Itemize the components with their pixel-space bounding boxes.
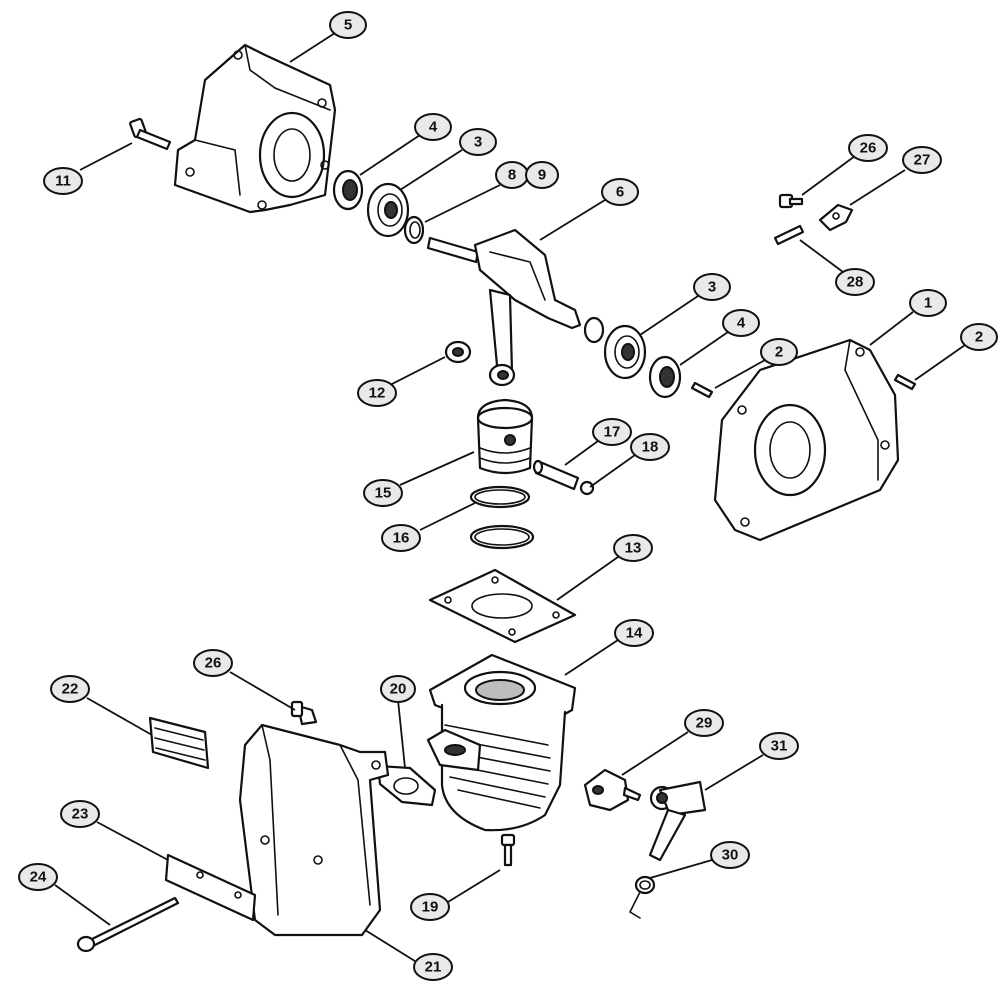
- callout-16-number: 16: [393, 530, 410, 547]
- crankcase-half-right: [713, 338, 900, 542]
- callout-6-number: 6: [616, 184, 624, 201]
- callout-26-upper: 26: [848, 134, 888, 162]
- callout-23-number: 23: [72, 806, 89, 823]
- callout-26-upper-number: 26: [860, 140, 877, 157]
- cylinder-screw: [500, 833, 516, 867]
- clip-27: [818, 203, 854, 232]
- callout-8-number: 8: [508, 167, 516, 184]
- callout-17: 17: [592, 418, 632, 446]
- callout-24: 24: [18, 863, 58, 891]
- oil-seal-lower: [648, 355, 682, 399]
- oil-seal-upper: [332, 169, 364, 211]
- callout-11-number: 11: [55, 173, 71, 190]
- callout-3-upper: 3: [459, 128, 497, 156]
- long-screw: [76, 896, 180, 953]
- spark-plug-boot: [648, 780, 707, 862]
- callout-4-upper-number: 4: [429, 119, 438, 136]
- callout-3-lower-number: 3: [708, 279, 716, 296]
- callout-11: 11: [43, 167, 83, 195]
- leader-lines: [54, 32, 966, 964]
- piston-ring-upper: [469, 485, 531, 509]
- callout-13: 13: [613, 534, 653, 562]
- needle-cage: [444, 340, 472, 364]
- callout-31: 31: [759, 732, 799, 760]
- callout-22-number: 22: [62, 681, 79, 698]
- dowel-pin-left: [690, 381, 714, 399]
- callout-4-lower: 4: [722, 309, 760, 337]
- decompression-valve: [583, 768, 642, 812]
- cylinder-gasket: [428, 568, 577, 644]
- callout-15-number: 15: [375, 485, 392, 502]
- cylinder: [426, 653, 577, 832]
- callout-29-number: 29: [696, 715, 713, 732]
- pin-28: [773, 224, 805, 246]
- callout-2-left: 2: [760, 338, 798, 366]
- callout-3-lower: 3: [693, 273, 731, 301]
- callout-30: 30: [710, 841, 750, 869]
- callout-1-number: 1: [924, 295, 932, 312]
- callout-27-number: 27: [914, 152, 931, 169]
- callout-30-number: 30: [722, 847, 739, 864]
- callout-12-number: 12: [369, 385, 386, 402]
- callout-2-left-number: 2: [775, 344, 783, 361]
- callout-5-number: 5: [344, 17, 352, 34]
- callout-3-upper-number: 3: [474, 134, 482, 151]
- callout-16: 16: [381, 524, 421, 552]
- muffler-gasket: [376, 764, 437, 807]
- callout-26-lower-number: 26: [205, 655, 222, 672]
- callout-31-number: 31: [771, 738, 788, 755]
- dowel-pin-right: [893, 373, 917, 391]
- callout-19-number: 19: [422, 899, 439, 916]
- circlip: [579, 480, 595, 496]
- shim-ring: [403, 215, 425, 245]
- crankshaft: [426, 228, 582, 387]
- callout-18-number: 18: [642, 439, 659, 456]
- callout-9-number: 9: [538, 167, 546, 184]
- muffler: [238, 723, 390, 937]
- callout-14-number: 14: [626, 625, 643, 642]
- ball-bearing-lower: [583, 316, 647, 380]
- callout-1: 1: [909, 289, 947, 317]
- callout-17-number: 17: [604, 424, 621, 441]
- callout-29: 29: [684, 709, 724, 737]
- callout-20-number: 20: [390, 681, 407, 698]
- callout-21-number: 21: [425, 959, 442, 976]
- callout-23: 23: [60, 800, 100, 828]
- callout-15: 15: [363, 479, 403, 507]
- callout-22: 22: [50, 675, 90, 703]
- screw-26-lower: [290, 700, 318, 726]
- callout-12: 12: [357, 379, 397, 407]
- spring-clip: [628, 875, 656, 919]
- callout-8: 8: [495, 161, 529, 189]
- callout-28: 28: [835, 268, 875, 296]
- callout-2-right-number: 2: [975, 329, 983, 346]
- callout-4-lower-number: 4: [737, 315, 746, 332]
- callout-9: 9: [525, 161, 559, 189]
- muffler-plate: [164, 853, 257, 922]
- screw-11: [129, 117, 172, 151]
- piston-pin: [532, 459, 580, 491]
- spark-arrest-screen: [148, 716, 210, 770]
- callout-5: 5: [329, 11, 367, 39]
- callout-21: 21: [413, 953, 453, 981]
- callout-2-right: 2: [960, 323, 998, 351]
- callout-14: 14: [614, 619, 654, 647]
- callout-24-number: 24: [30, 869, 47, 886]
- callout-19: 19: [410, 893, 450, 921]
- callout-4-upper: 4: [414, 113, 452, 141]
- ball-bearing-upper: [366, 182, 410, 238]
- callout-6: 6: [601, 178, 639, 206]
- piston-ring-lower: [469, 524, 535, 550]
- screw-26-upper: [778, 193, 804, 209]
- crankcase-half-left: [173, 43, 337, 214]
- callout-20: 20: [380, 675, 416, 703]
- callout-28-number: 28: [847, 274, 864, 291]
- piston: [476, 398, 534, 475]
- callout-27: 27: [902, 146, 942, 174]
- callout-13-number: 13: [625, 540, 642, 557]
- callout-26-lower: 26: [193, 649, 233, 677]
- callout-18: 18: [630, 433, 670, 461]
